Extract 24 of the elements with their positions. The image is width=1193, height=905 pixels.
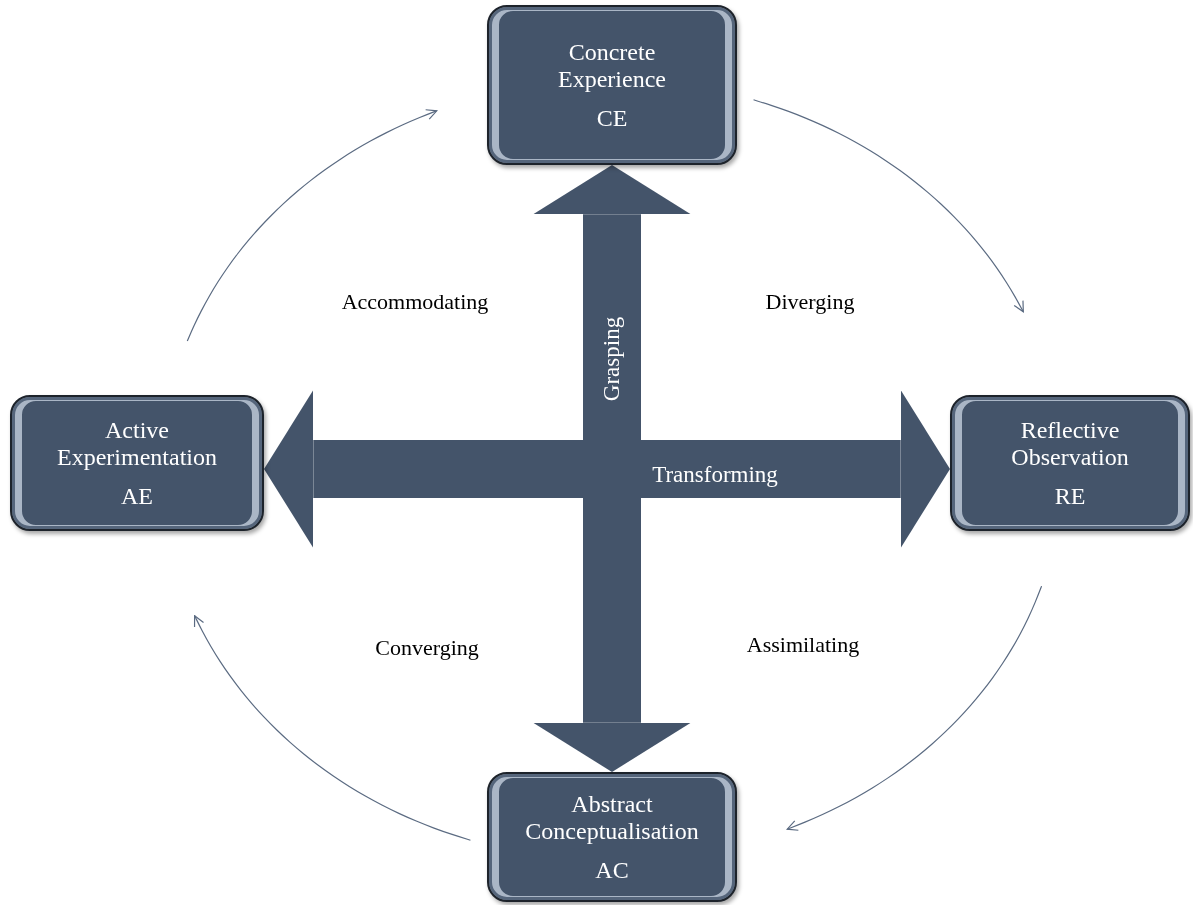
stage-title: Reflective Observation: [1010, 416, 1130, 471]
edge-label: Grasping: [599, 316, 625, 401]
quadrant-label: Converging: [375, 635, 479, 661]
stage-abbreviation: AE: [121, 482, 153, 510]
stage-box: [487, 5, 737, 165]
stage-box: [10, 395, 264, 531]
stage-abbreviation: CE: [596, 104, 628, 132]
quadrant-label: Assimilating: [746, 632, 860, 658]
cycle-arrow: [752, 99, 1024, 313]
quadrant-label: Accommodating: [341, 289, 489, 315]
stage-title: Active Experimentation: [56, 416, 218, 471]
edge-label: Transforming: [652, 462, 778, 488]
double-arrow: [264, 390, 950, 548]
stage-abbreviation: AC: [595, 856, 629, 884]
cycle-arrow: [186, 109, 438, 342]
double-arrow: [533, 165, 691, 772]
stage-box: [950, 395, 1190, 531]
cycle-arrow: [193, 615, 472, 841]
stage-title: Concrete Experience: [557, 38, 667, 93]
stage-title: Abstract Conceptualisation: [524, 790, 700, 845]
stage-abbreviation: RE: [1054, 482, 1086, 510]
stage-box: [487, 772, 737, 902]
quadrant-label: Diverging: [765, 289, 855, 315]
cycle-arrow: [786, 585, 1043, 831]
